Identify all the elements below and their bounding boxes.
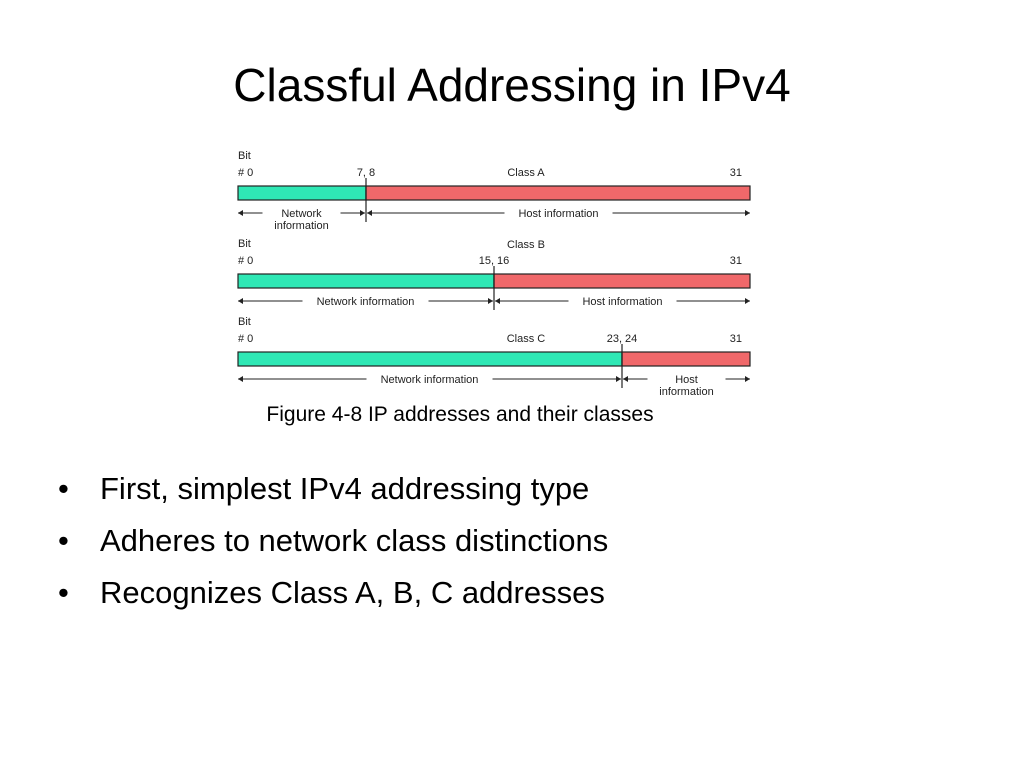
bit-label: Bit bbox=[238, 238, 251, 250]
network-info-arrow-text: information bbox=[274, 220, 328, 232]
bullet-item: • First, simplest IPv4 addressing type bbox=[58, 470, 608, 507]
start-bit-label: # 0 bbox=[238, 167, 253, 179]
host-info-arrow-arrow bbox=[745, 210, 750, 216]
network-info-arrow-arrow bbox=[488, 298, 493, 304]
figure-caption: Figure 4-8 IP addresses and their classe… bbox=[266, 403, 654, 426]
bit-label: Bit bbox=[238, 316, 251, 328]
network-bits-bar bbox=[237, 185, 367, 201]
boundary-bit-label: 23, 24 bbox=[607, 333, 638, 345]
host-info-arrow-arrow bbox=[495, 298, 500, 304]
host-info-arrow-text: information bbox=[659, 386, 713, 398]
slide-title: Classful Addressing in IPv4 bbox=[233, 59, 791, 111]
network-info-arrow-arrow bbox=[616, 376, 621, 382]
host-info-arrow-arrow bbox=[367, 210, 372, 216]
host-info-arrow-arrow bbox=[745, 376, 750, 382]
boundary-bit-label: 7, 8 bbox=[357, 167, 375, 179]
end-bit-label: 31 bbox=[730, 333, 742, 345]
start-bit-label: # 0 bbox=[238, 255, 253, 267]
bullet-list: • First, simplest IPv4 addressing type •… bbox=[58, 470, 608, 627]
network-info-arrow-text: Network bbox=[281, 208, 322, 220]
bullet-text: Recognizes Class A, B, C addresses bbox=[100, 575, 605, 611]
host-info-arrow-arrow bbox=[745, 298, 750, 304]
class-name-label: Class A bbox=[507, 167, 545, 179]
host-bits-bar bbox=[621, 351, 751, 367]
bullet-glyph: • bbox=[58, 471, 69, 506]
network-info-arrow-text: Network information bbox=[381, 374, 479, 386]
network-bits-bar bbox=[237, 351, 623, 367]
class-name-label: Class C bbox=[507, 333, 546, 345]
host-info-arrow-text: Host information bbox=[518, 208, 598, 220]
network-info-arrow-arrow bbox=[238, 376, 243, 382]
end-bit-label: 31 bbox=[730, 167, 742, 179]
host-info-arrow-arrow bbox=[623, 376, 628, 382]
network-bits-bar bbox=[237, 273, 495, 289]
bullet-item: • Recognizes Class A, B, C addresses bbox=[58, 574, 608, 611]
bullet-glyph: • bbox=[58, 575, 69, 611]
start-bit-label: # 0 bbox=[238, 333, 253, 345]
network-info-arrow-arrow bbox=[360, 210, 365, 216]
host-bits-bar bbox=[365, 185, 751, 201]
bullet-item: • Adheres to network class distinctions bbox=[58, 522, 608, 559]
host-bits-bar bbox=[493, 273, 751, 289]
network-info-arrow-arrow bbox=[238, 298, 243, 304]
host-info-arrow-text: Host bbox=[675, 374, 698, 386]
bit-label: Bit bbox=[238, 150, 251, 162]
end-bit-label: 31 bbox=[730, 255, 742, 267]
network-info-arrow-text: Network information bbox=[317, 296, 415, 308]
host-info-arrow-text: Host information bbox=[582, 296, 662, 308]
bullet-glyph: • bbox=[58, 523, 69, 559]
network-info-arrow-arrow bbox=[238, 210, 243, 216]
class-name-label: Class B bbox=[507, 239, 545, 251]
bullet-text: First, simplest IPv4 addressing type bbox=[100, 471, 590, 506]
boundary-bit-label: 15, 16 bbox=[479, 255, 510, 267]
bullet-text: Adheres to network class distinctions bbox=[100, 523, 609, 559]
